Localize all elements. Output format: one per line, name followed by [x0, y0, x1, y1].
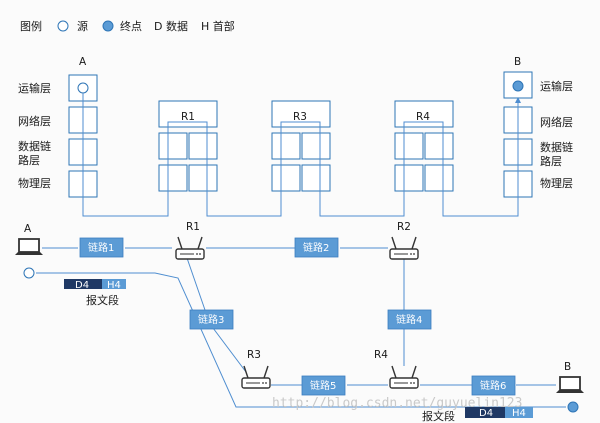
host-a-stack-label: A	[79, 56, 87, 68]
router-r3: R3	[241, 349, 271, 389]
router-r2: R2	[389, 221, 419, 260]
legend-title: 图例	[20, 19, 42, 33]
legend-header: H 首部	[201, 19, 235, 33]
r4-datalink-left	[394, 132, 424, 160]
layer-label-network-left: 网络层	[18, 114, 51, 128]
layer-label-datalink-left-1: 数据链	[18, 139, 51, 153]
host-b-stack: B 运输层 网络层 数据链 路层 物理层	[503, 56, 573, 198]
destination-icon	[512, 80, 524, 92]
router-r1: R1	[175, 221, 205, 260]
laptop-icon	[14, 238, 44, 256]
segment-label: 报文段	[86, 293, 119, 307]
link-3: 链路3	[189, 309, 234, 330]
source-icon	[77, 82, 89, 94]
link-2-label: 链路2	[303, 241, 329, 254]
r1-datalink-right	[188, 132, 218, 160]
router-r4-label: R4	[374, 349, 388, 361]
r3-physical-right	[301, 164, 331, 192]
link-5-label: 链路5	[310, 379, 336, 392]
segment-data-block	[465, 407, 505, 418]
segment-label: 报文段	[422, 409, 455, 423]
link-1: 链路1	[79, 237, 124, 258]
router-icon	[389, 236, 419, 260]
layer-label-transport-left: 运输层	[18, 81, 51, 95]
host-a-label: A	[24, 223, 32, 235]
link-6-label: 链路6	[480, 379, 506, 392]
r3-physical-left	[271, 164, 301, 192]
link-3-label: 链路3	[198, 313, 224, 326]
r1-physical-left	[158, 164, 188, 192]
layer-label-physical-right: 物理层	[540, 176, 573, 190]
r1-datalink-left	[158, 132, 188, 160]
host-b: B	[555, 361, 585, 394]
destination-icon	[102, 20, 114, 32]
link-2: 链路2	[294, 237, 339, 258]
source-icon	[57, 20, 69, 32]
router-r3-stack: R3	[271, 100, 331, 192]
segment-transit-path	[36, 272, 566, 408]
router-icon	[241, 365, 271, 389]
layer-label-physical-left: 物理层	[18, 176, 51, 190]
segment-header-block	[505, 407, 533, 418]
legend: 图例 源 终点 D 数据 H 首部	[20, 19, 235, 33]
r3-datalink-right	[301, 132, 331, 160]
r3-datalink-left	[271, 132, 301, 160]
legend-data: D 数据	[154, 19, 188, 33]
r4-physical-right	[424, 164, 454, 192]
wire-link3-r3	[212, 327, 247, 373]
router-r1-stack: R1	[158, 100, 218, 192]
layer-label-network-right: 网络层	[540, 115, 573, 129]
r1-stack-label: R1	[181, 111, 195, 123]
r1-physical-right	[188, 164, 218, 192]
topology-links	[42, 247, 556, 386]
router-r4: R4	[374, 349, 419, 389]
host-a-stack: A 运输层 网络层 数据链 路层 物理层	[18, 56, 98, 198]
r4-stack-label: R4	[416, 111, 430, 123]
segment-data-label: D4	[479, 408, 493, 419]
link-4-label: 链路4	[396, 313, 422, 326]
link-4: 链路4	[387, 309, 432, 330]
watermark: http://blog.csdn.net/guyuelin123	[272, 396, 522, 411]
host-a: A	[14, 223, 44, 256]
segment-header-label: H4	[107, 280, 121, 291]
router-icon	[175, 236, 205, 260]
r4-physical-left	[394, 164, 424, 192]
host-b-stack-label: B	[514, 56, 521, 68]
stack-data-path	[82, 93, 521, 217]
segment-destination: D4 H4 报文段	[422, 407, 533, 423]
router-r3-label: R3	[247, 349, 261, 361]
link-5: 链路5	[301, 375, 346, 396]
segment-data-block	[64, 279, 102, 289]
wire-r1-link3	[186, 257, 206, 311]
source-icon	[23, 267, 35, 279]
layer-label-transport-right: 运输层	[540, 79, 573, 93]
segment-header-block	[102, 279, 126, 289]
host-b-label: B	[564, 361, 571, 373]
segment-source: D4 H4 报文段	[64, 279, 126, 307]
router-r1-label: R1	[186, 221, 200, 233]
r3-stack-label: R3	[293, 111, 307, 123]
layer-label-datalink-right-1: 数据链	[540, 140, 573, 154]
layer-label-datalink-left-2: 路层	[18, 154, 40, 167]
link-1-label: 链路1	[88, 241, 114, 254]
segment-header-label: H4	[512, 408, 526, 419]
r4-datalink-right	[424, 132, 454, 160]
router-r2-label: R2	[397, 221, 411, 233]
router-icon	[389, 365, 419, 389]
laptop-icon	[555, 376, 585, 394]
legend-source: 源	[77, 19, 88, 33]
link-6: 链路6	[471, 375, 516, 396]
segment-data-label: D4	[75, 280, 89, 291]
destination-icon	[567, 401, 579, 413]
layer-label-datalink-right-2: 路层	[540, 155, 562, 168]
legend-destination: 终点	[120, 19, 142, 33]
